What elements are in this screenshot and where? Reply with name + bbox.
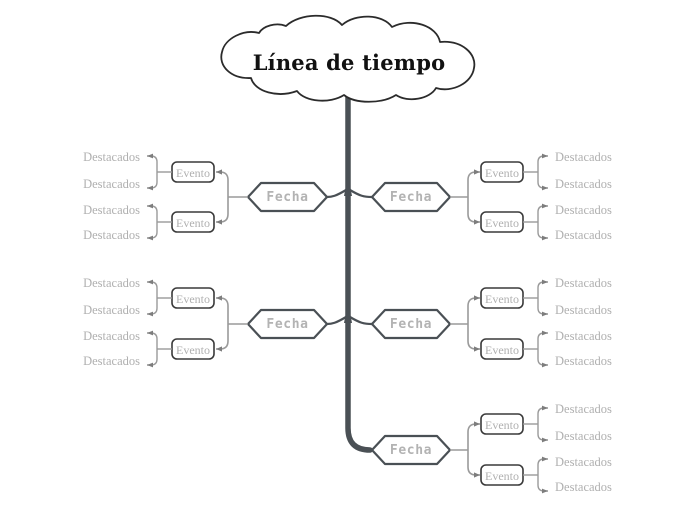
branch-bottom-right-connectors	[370, 405, 548, 494]
evento-node-middle-left-2[interactable]	[172, 339, 214, 359]
branch-top-left-connectors	[147, 153, 347, 241]
fecha-node-top-right[interactable]	[372, 183, 450, 211]
root-node-cloud[interactable]	[222, 18, 476, 96]
fecha-node-middle-right[interactable]	[372, 310, 450, 338]
fecha-node-middle-left[interactable]	[248, 310, 327, 338]
evento-node-middle-right-2[interactable]	[481, 339, 523, 359]
evento-node-top-right-1[interactable]	[481, 162, 523, 182]
central-trunk	[344, 89, 373, 453]
evento-node-top-left-2[interactable]	[172, 212, 214, 232]
evento-node-bottom-right-2[interactable]	[481, 465, 523, 485]
fecha-node-top-left[interactable]	[248, 183, 327, 211]
branch-middle-right-connectors	[349, 279, 548, 368]
evento-node-bottom-right-1[interactable]	[481, 414, 523, 434]
evento-node-top-right-2[interactable]	[481, 212, 523, 232]
root-cloud-shape	[220, 14, 476, 103]
evento-node-top-left-1[interactable]	[172, 162, 214, 182]
branch-top-right-connectors	[349, 153, 548, 241]
evento-node-middle-left-1[interactable]	[172, 288, 214, 308]
branch-middle-left-connectors	[147, 279, 347, 368]
fecha-node-bottom-right[interactable]	[372, 436, 450, 464]
evento-node-middle-right-1[interactable]	[481, 288, 523, 308]
